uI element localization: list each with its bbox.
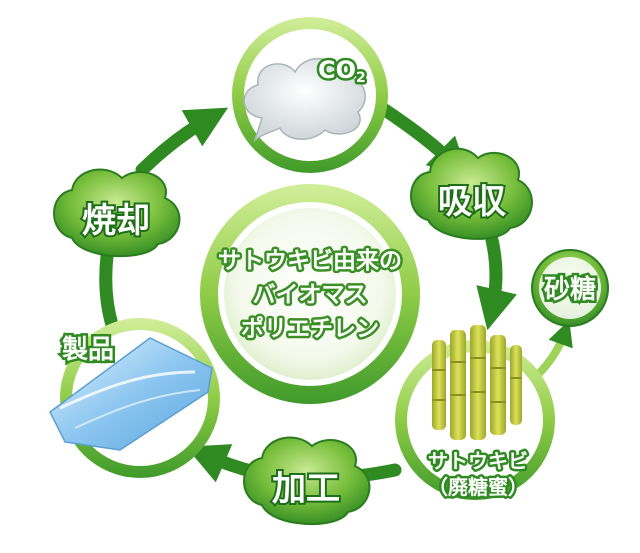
center-line-2: バイオマス xyxy=(253,282,368,308)
cloud-icon xyxy=(243,57,366,143)
sugar-label: 砂糖 xyxy=(544,274,596,305)
center-line-3: ポリエチレン xyxy=(241,315,379,342)
plastic-film-icon xyxy=(49,337,213,451)
sugarcane-icon xyxy=(432,325,522,440)
sugarcane-label-2: （廃糖蜜） xyxy=(428,475,528,499)
arrow-incinerate-to-co2 xyxy=(135,107,229,177)
co2-label: CO2 xyxy=(318,56,366,86)
product-node: 製品 xyxy=(49,318,220,478)
center-line-1: サトウキビ由来の xyxy=(218,248,402,274)
incinerate-label: 焼却 xyxy=(82,201,150,241)
sugarcane-node: サトウキビ （廃糖蜜） xyxy=(395,325,555,502)
absorb-node: 吸収 xyxy=(410,147,533,240)
co2-node: CO2 xyxy=(232,17,388,173)
process-label: 加工 xyxy=(272,469,340,509)
absorb-label: 吸収 xyxy=(438,182,506,222)
process-node: 加工 xyxy=(243,436,371,526)
arrow-product-to-incinerate xyxy=(99,241,119,332)
product-label: 製品 xyxy=(62,335,114,365)
incinerate-node: 焼却 xyxy=(53,168,181,258)
arrow-absorb-to-sugarcane xyxy=(476,233,517,331)
sugarcane-label-1: サトウキビ xyxy=(428,449,528,473)
sugar-node: 砂糖 xyxy=(531,249,609,327)
center-emblem: サトウキビ由来の バイオマス ポリエチレン xyxy=(200,184,420,404)
